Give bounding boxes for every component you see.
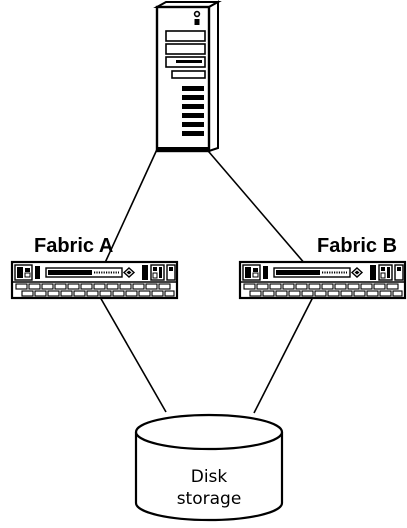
switch-b — [238, 260, 407, 300]
link-server-fabric-a — [103, 144, 160, 266]
link-server-fabric-b — [202, 144, 307, 266]
switch-a — [10, 260, 179, 300]
connection-lines — [99, 144, 314, 414]
fabric-b-label: Fabric B — [317, 235, 397, 257]
tower-server-icon — [153, 0, 222, 153]
fibre-channel-switch-icon — [10, 260, 179, 300]
disk-label-line1: Disk — [191, 467, 228, 487]
link-fabric-a-disk — [99, 296, 167, 413]
fibre-channel-switch-icon — [238, 260, 407, 300]
disk-storage-cylinder-icon — [134, 413, 284, 522]
link-fabric-b-disk — [253, 296, 314, 414]
fabric-a-label: Fabric A — [34, 235, 113, 257]
disk-label-line2: storage — [177, 489, 242, 509]
